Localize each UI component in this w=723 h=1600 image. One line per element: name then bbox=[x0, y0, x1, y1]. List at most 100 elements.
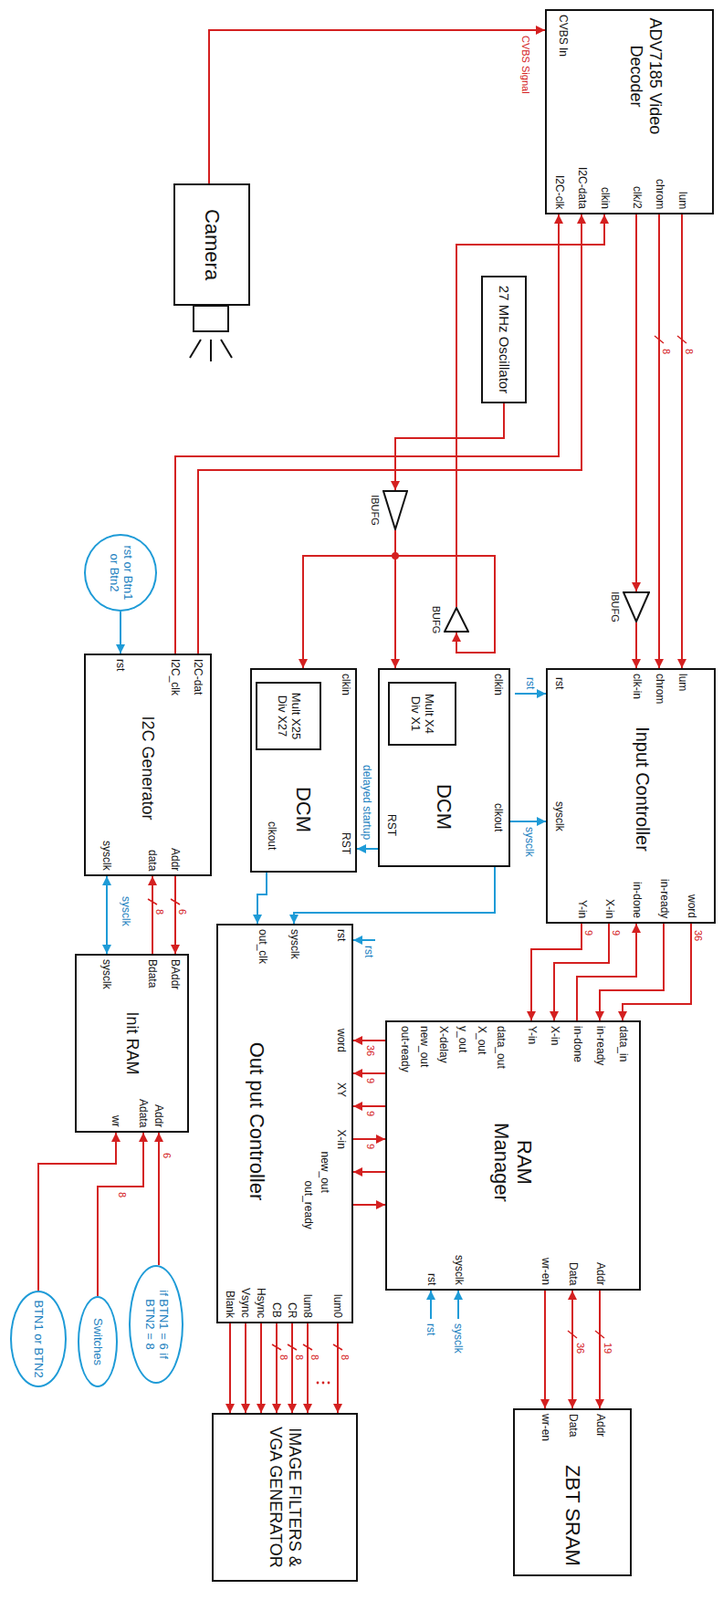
buffer-symbol: BUFG bbox=[443, 607, 470, 633]
port-name: data_in bbox=[617, 1026, 630, 1062]
port-name: Y-in bbox=[525, 1026, 539, 1045]
port-name: X-in bbox=[548, 1026, 562, 1046]
node-text: Init RAM bbox=[122, 1011, 142, 1075]
port-name: clk/2 bbox=[630, 186, 644, 210]
rst-arrow bbox=[429, 1290, 432, 1320]
node-text: rst or Btn1 or Btn2 bbox=[106, 541, 135, 605]
bus-width: 9 bbox=[364, 1142, 377, 1151]
port-name: rst bbox=[553, 677, 566, 690]
signal-wire bbox=[658, 214, 661, 669]
signal-wire bbox=[119, 611, 122, 654]
signal-wire bbox=[275, 1323, 278, 1414]
control-signal: rst bbox=[523, 677, 537, 690]
port-name: I2C-dat bbox=[191, 659, 205, 695]
port-name: Data bbox=[566, 1414, 580, 1437]
node-text: ZBT SRAM bbox=[560, 1465, 584, 1567]
port-name: wr-en bbox=[539, 1414, 553, 1442]
signal-wire bbox=[229, 1323, 231, 1414]
bus-width: 6 bbox=[176, 908, 189, 916]
process-box: Mult X4 Div X1 bbox=[387, 681, 457, 746]
signal-wire bbox=[198, 214, 582, 654]
bus-width: 19 bbox=[601, 1341, 614, 1355]
port-name: sysclk bbox=[553, 801, 566, 832]
signal-wire bbox=[353, 1105, 386, 1108]
port-name: rst bbox=[335, 929, 348, 942]
port-name: in-ready bbox=[594, 1026, 608, 1066]
bus-width: 8 bbox=[153, 908, 166, 916]
rst-arrow bbox=[353, 939, 376, 942]
port-name: lum bbox=[676, 191, 690, 210]
signal-wire bbox=[635, 214, 638, 592]
signal-wire bbox=[635, 622, 638, 669]
buffer-outline bbox=[443, 607, 470, 633]
port-name: sysclk bbox=[452, 1255, 466, 1286]
signal-wire bbox=[306, 1323, 309, 1414]
port-name: word bbox=[335, 1028, 348, 1053]
signal-wire bbox=[510, 820, 546, 823]
port-name: wr-en bbox=[539, 1257, 553, 1286]
node-text: Input Controller bbox=[632, 726, 654, 852]
signal-wire bbox=[681, 214, 683, 669]
bus-width: 36 bbox=[691, 929, 704, 943]
process-box: 27 MHz Oscillator bbox=[481, 275, 527, 404]
node-text: Camera bbox=[199, 209, 223, 281]
port-name: lum0 bbox=[331, 1294, 345, 1319]
port-name: X-delay bbox=[437, 1026, 451, 1064]
port-name: Addr bbox=[168, 848, 182, 871]
port-name: out_ready bbox=[302, 1181, 315, 1230]
signal-wire bbox=[353, 1039, 386, 1042]
node-text: IBUFG bbox=[368, 494, 381, 526]
port-name: Adata bbox=[136, 1099, 150, 1128]
input-bubble: Switches bbox=[77, 1296, 118, 1388]
bus-width: 8 bbox=[115, 1191, 128, 1199]
port-name: I2C-clk bbox=[553, 175, 566, 210]
node-text: Switches bbox=[91, 1318, 105, 1366]
signal-name: CVBS Signal bbox=[519, 34, 532, 95]
signal-wire bbox=[97, 1132, 144, 1297]
port-name: X-in bbox=[603, 899, 617, 919]
node-text: IBUFG bbox=[608, 591, 621, 623]
port-name: new_out bbox=[318, 1152, 332, 1194]
port-name: Addr bbox=[594, 1414, 608, 1437]
signal-wire bbox=[209, 30, 545, 184]
bus-width: 9 bbox=[364, 1077, 377, 1085]
signal-wire bbox=[353, 1204, 386, 1206]
signal-wire bbox=[576, 923, 637, 1021]
port-name: clk-in bbox=[630, 673, 644, 700]
signal-wire bbox=[293, 867, 495, 924]
port-name: CVBS In bbox=[556, 14, 570, 57]
signal-wire bbox=[622, 923, 692, 1021]
port-name: Data bbox=[566, 1262, 580, 1286]
dot bbox=[327, 1382, 331, 1385]
port-name: in-done bbox=[630, 881, 644, 919]
node-text: Mult X4 Div X1 bbox=[408, 685, 437, 743]
port-name: Hsync bbox=[254, 1288, 268, 1319]
process-box: Out put Controller bbox=[216, 923, 354, 1324]
port-name: Vsync bbox=[239, 1288, 252, 1319]
signal-wire bbox=[531, 923, 582, 1021]
port-name: RST bbox=[339, 832, 353, 855]
signal-wire bbox=[544, 1290, 546, 1409]
signal-name: delayed startup bbox=[360, 764, 374, 840]
port-name: data_out bbox=[494, 1026, 508, 1069]
port-name: clkin bbox=[339, 673, 353, 696]
port-name: BAddr bbox=[168, 959, 182, 990]
port-name: word bbox=[685, 894, 699, 919]
process-box: Mult X25 Div X27 bbox=[255, 681, 322, 751]
port-name: Y-in bbox=[576, 900, 589, 919]
control-signal: sysclk bbox=[451, 1323, 465, 1354]
port-name: data bbox=[146, 849, 159, 871]
node-text: ADV7185 Video Decoder bbox=[627, 14, 665, 138]
control-signal: rst bbox=[362, 945, 376, 958]
port-name: sysclk bbox=[100, 840, 114, 871]
input-bubble: if BTN1 = 6 if BTN2 = 8 bbox=[128, 1265, 184, 1384]
port-name: rst bbox=[425, 1273, 439, 1286]
signal-wire bbox=[157, 1132, 160, 1266]
sysclk-arrow bbox=[457, 1290, 460, 1320]
node-text: DCM bbox=[292, 786, 315, 833]
signal-wire bbox=[257, 872, 267, 924]
bus-width: 8 bbox=[308, 1353, 321, 1362]
port-name: y_out bbox=[456, 1026, 470, 1053]
port-name: CR bbox=[285, 1302, 299, 1319]
